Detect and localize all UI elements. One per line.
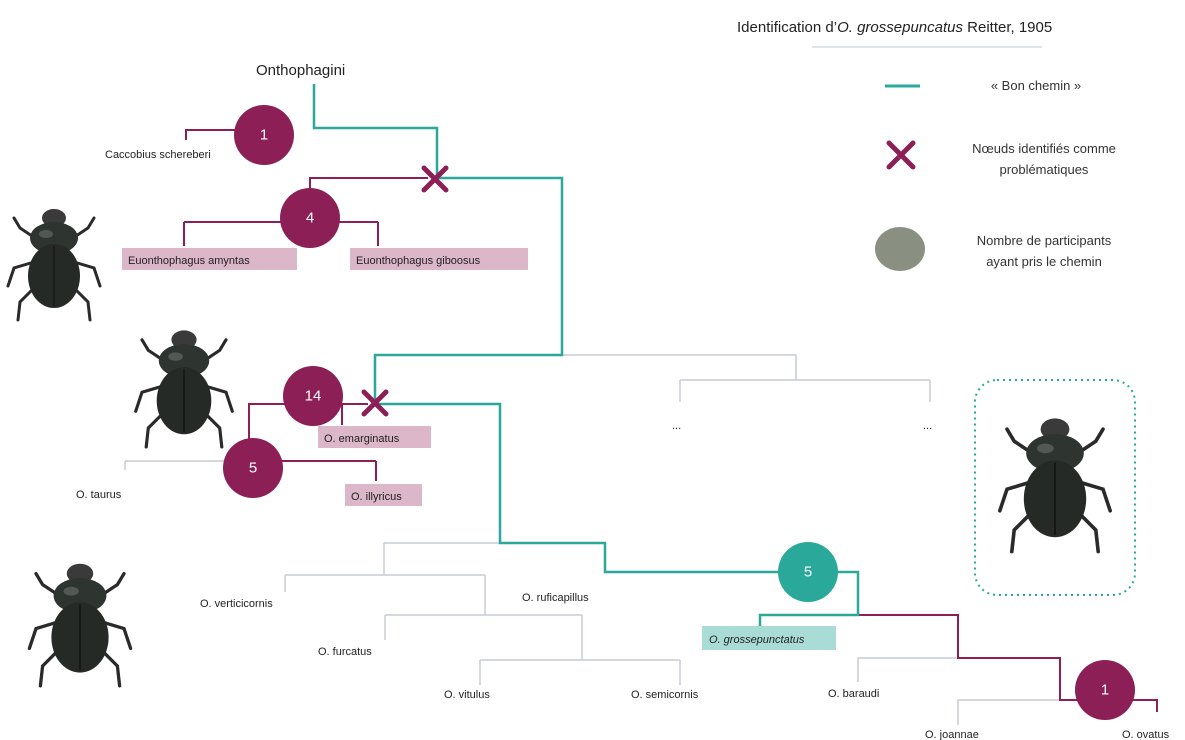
- taxon-giboosus: Euonthophagus giboosus: [356, 255, 481, 267]
- legend-cross-icon: [886, 140, 916, 170]
- highlight-illyricus: [345, 484, 422, 506]
- legend-participants-label-1: Nombre de participants: [977, 233, 1112, 248]
- taxon-illyricus: O. illyricus: [351, 491, 402, 503]
- taxon-ovatus: O. ovatus: [1122, 729, 1170, 740]
- target-specimen-frame: [974, 379, 1136, 596]
- beetle-image: [27, 562, 133, 688]
- beetle-image-target: [997, 416, 1112, 554]
- highlight-giboosus: [350, 248, 528, 270]
- taxon-semicornis: O. semicornis: [631, 689, 699, 701]
- taxon-emarginatus: O. emarginatus: [324, 433, 400, 445]
- count-bubble-good-path: 5: [778, 542, 838, 602]
- svg-text:14: 14: [305, 388, 322, 405]
- taxon-joannae: O. joannae: [925, 729, 979, 740]
- grey-branches: [124, 354, 1065, 725]
- legend-participants-label-2: ayant pris le chemin: [986, 254, 1102, 269]
- svg-text:1: 1: [260, 127, 268, 144]
- count-bubble: 5: [223, 438, 283, 498]
- highlight-amyntas: [122, 248, 297, 270]
- taxon-grossepunctatus: O. grossepunctatus: [709, 634, 805, 646]
- ellipsis-right: ...: [923, 420, 932, 432]
- beetle-image: [6, 207, 102, 322]
- legend-problem-label-1: Nœuds identifiés comme: [972, 141, 1116, 156]
- legend-problem-label-2: problématiques: [1000, 162, 1089, 177]
- svg-text:1: 1: [1101, 682, 1109, 699]
- beetle-image: [134, 328, 234, 449]
- good-path: [312, 84, 860, 628]
- svg-text:5: 5: [249, 460, 257, 477]
- legend-participants-circle: [875, 227, 925, 271]
- cross-icon: [361, 389, 389, 417]
- root-label: Onthophagini: [256, 62, 345, 79]
- taxon-caccobius: Caccobius schereberi: [105, 149, 211, 161]
- ellipsis-left: ...: [672, 420, 681, 432]
- svg-text:4: 4: [306, 210, 314, 227]
- highlight-emarginatus: [318, 426, 431, 448]
- count-bubble: 1: [234, 105, 294, 165]
- taxon-furcatus: O. furcatus: [318, 646, 372, 658]
- taxon-verticicornis: O. verticicornis: [200, 598, 273, 610]
- legend-good-path-label: « Bon chemin »: [991, 78, 1081, 93]
- count-bubble: 1: [1075, 660, 1135, 720]
- count-bubble: 4: [280, 188, 340, 248]
- svg-text:5: 5: [804, 564, 812, 581]
- diagram-title: Identification d’O. grossepuncatus Reitt…: [737, 19, 1052, 36]
- taxon-baraudi: O. baraudi: [828, 688, 879, 700]
- highlight-grossepunctatus: [702, 626, 836, 650]
- taxon-vitulus: O. vitulus: [444, 689, 490, 701]
- cross-icon: [421, 165, 449, 193]
- taxon-ruficapillus: O. ruficapillus: [522, 592, 589, 604]
- count-bubble: 14: [283, 366, 343, 426]
- taxon-taurus: O. taurus: [76, 489, 122, 501]
- taxon-amyntas: Euonthophagus amyntas: [128, 255, 250, 267]
